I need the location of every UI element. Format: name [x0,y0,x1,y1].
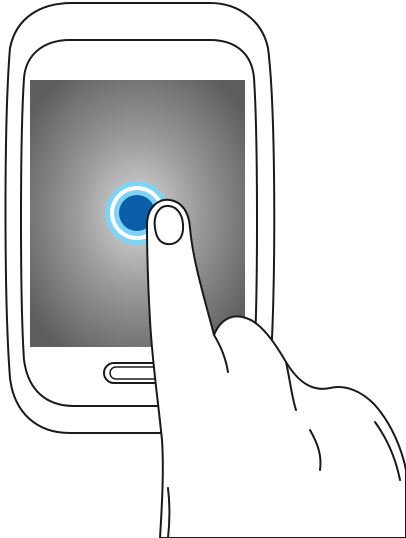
hand-icon [147,200,406,538]
hand-outline [147,200,406,538]
